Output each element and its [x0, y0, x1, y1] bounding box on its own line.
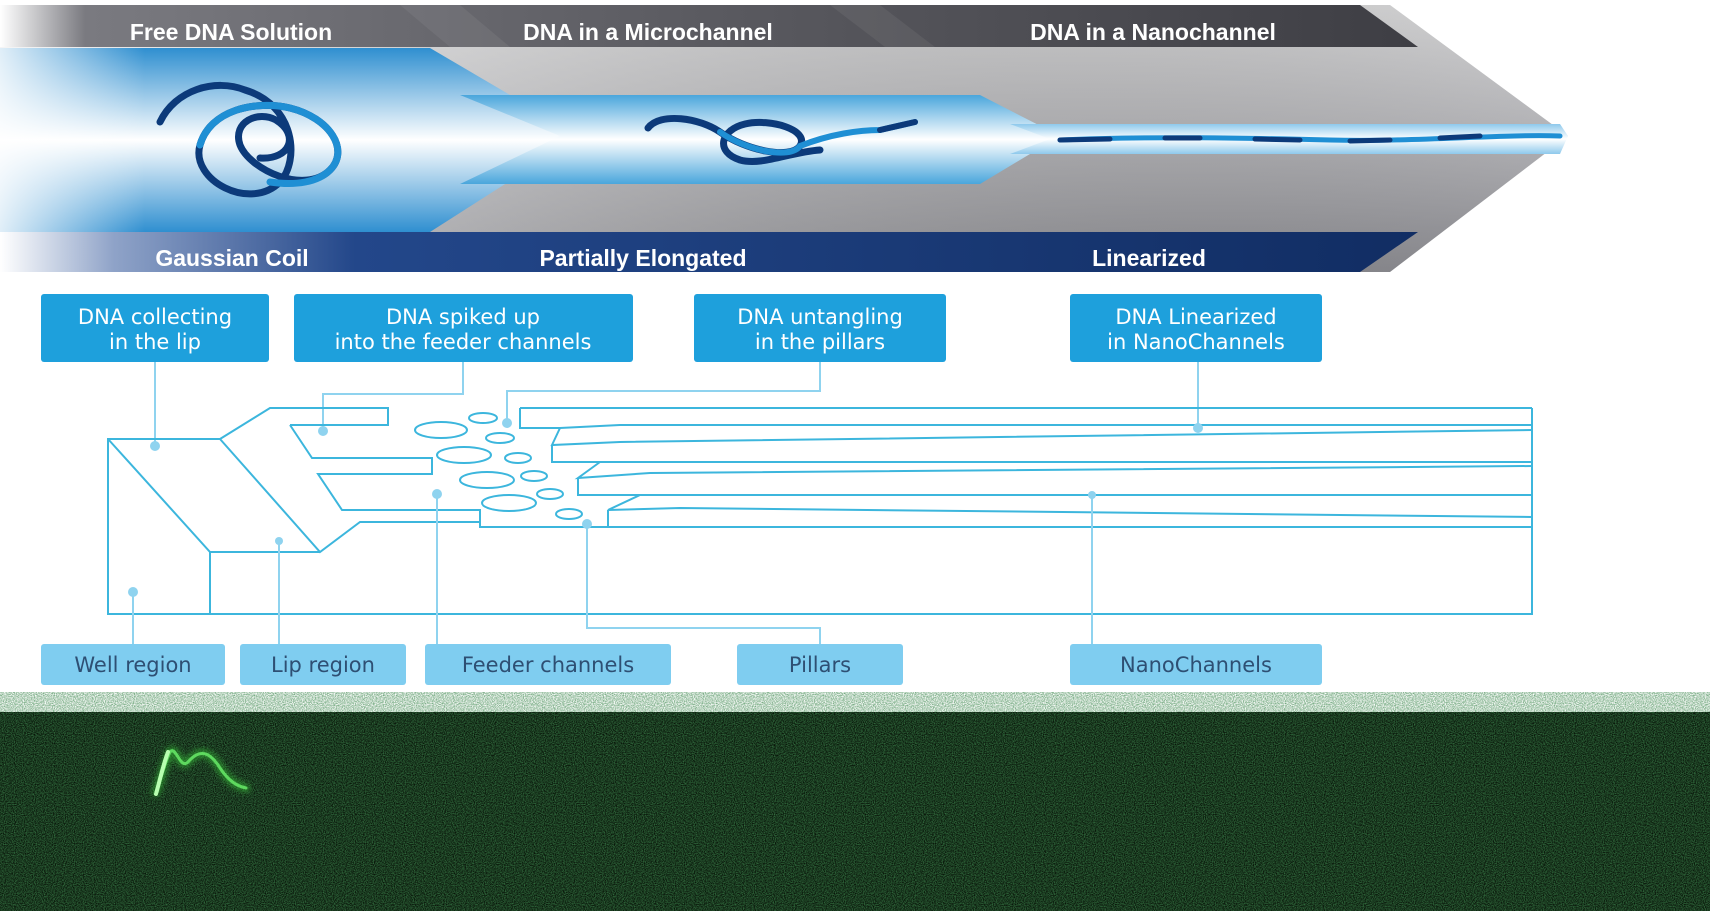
stage-banner: Free DNA Solution DNA in a Microchannel … [0, 5, 1568, 272]
svg-text:in the pillars: in the pillars [755, 330, 885, 354]
fluorescence-image [0, 712, 1710, 911]
chip-outline [107, 407, 1533, 615]
stage-state-gaussian-coil: Gaussian Coil [155, 245, 308, 271]
dna-tangle-icon [644, 114, 918, 165]
svg-text:Lip region: Lip region [271, 653, 375, 677]
dna-molecule-fluorescence [151, 746, 251, 797]
header-divider-2 [830, 5, 935, 47]
leader-lines-top [154, 362, 1199, 446]
svg-text:in NanoChannels: in NanoChannels [1107, 330, 1285, 354]
svg-text:DNA spiked up: DNA spiked up [386, 305, 540, 329]
stage-title-nanochannel: DNA in a Nanochannel [1030, 19, 1276, 45]
stage-state-partially-elongated: Partially Elongated [539, 245, 746, 271]
header-divider-1 [400, 5, 510, 47]
svg-text:DNA Linearized: DNA Linearized [1115, 305, 1276, 329]
callout-dna-collecting: DNA collecting in the lip [41, 294, 269, 362]
label-well-region: Well region [41, 644, 225, 685]
dna-linear-icon [1057, 133, 1563, 144]
stage-title-free-solution: Free DNA Solution [130, 19, 332, 45]
footer-strip [0, 232, 1418, 272]
svg-text:Well region: Well region [74, 653, 191, 677]
label-nanochannels: NanoChannels [1070, 644, 1322, 685]
svg-text:into the feeder channels: into the feeder channels [335, 330, 592, 354]
stage-state-linearized: Linearized [1092, 245, 1206, 271]
svg-text:DNA untangling: DNA untangling [737, 305, 903, 329]
callout-dna-untangling: DNA untangling in the pillars [694, 294, 946, 362]
callout-dna-spiked: DNA spiked up into the feeder channels [294, 294, 633, 362]
label-lip-region: Lip region [240, 644, 406, 685]
chip-diagram: DNA collecting in the lip DNA spiked up … [41, 294, 1533, 685]
label-pillars: Pillars [737, 644, 903, 685]
svg-text:in the lip: in the lip [109, 330, 201, 354]
leader-lines-bottom [132, 494, 1093, 644]
dna-coil-icon [156, 81, 342, 198]
svg-text:Pillars: Pillars [789, 653, 851, 677]
callout-dna-linearized: DNA Linearized in NanoChannels [1070, 294, 1322, 362]
svg-text:DNA collecting: DNA collecting [78, 305, 232, 329]
stage-title-microchannel: DNA in a Microchannel [523, 19, 773, 45]
header-strip [0, 5, 1418, 47]
microchannel [460, 95, 1060, 184]
svg-text:NanoChannels: NanoChannels [1120, 653, 1272, 677]
svg-text:Feeder channels: Feeder channels [462, 653, 634, 677]
anchor-dots [128, 418, 1203, 597]
label-feeder-channels: Feeder channels [425, 644, 671, 685]
pillars [414, 412, 583, 520]
